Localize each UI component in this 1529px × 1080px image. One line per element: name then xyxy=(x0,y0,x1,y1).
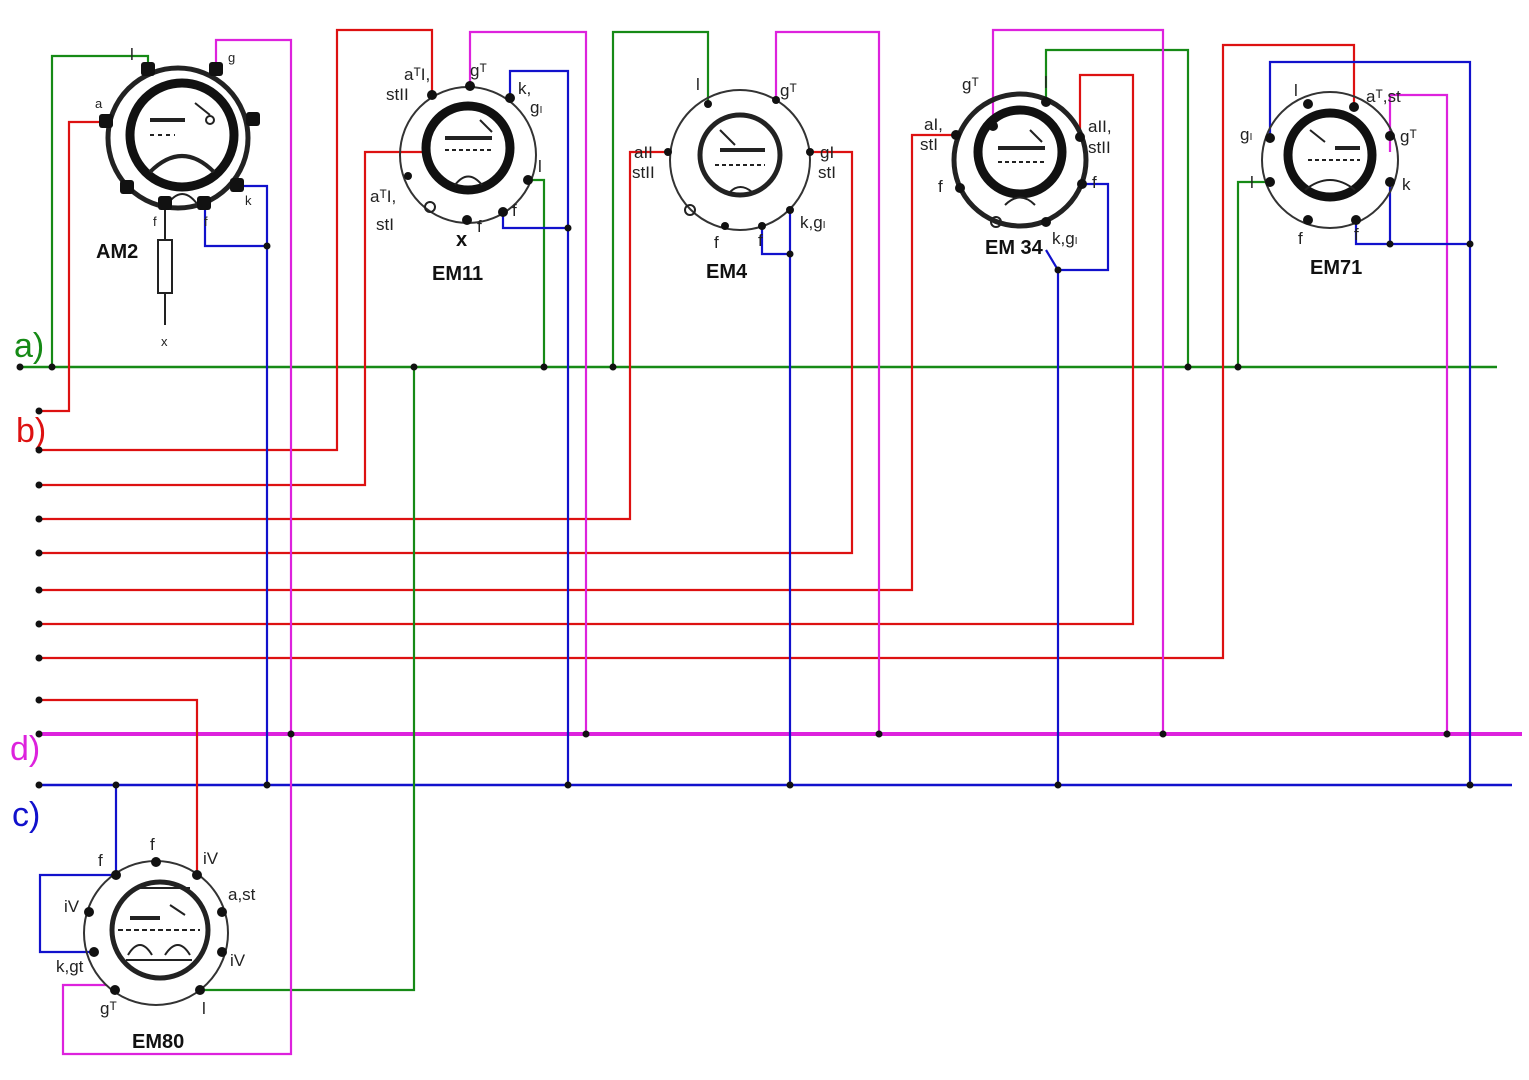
em34-pin-a1: aI, xyxy=(924,115,943,134)
am2-resistor-x: x xyxy=(161,334,168,349)
em34-title: EM 34 xyxy=(985,237,1044,259)
tube-am2: l g a f f k x AM2 xyxy=(95,45,260,349)
em71-title: EM71 xyxy=(1310,257,1362,279)
em80-pin-f1: f xyxy=(98,851,103,870)
em11-title: EM11 xyxy=(432,263,483,285)
am2-pin-l: l xyxy=(130,45,134,64)
em34-pin-a2: aII, xyxy=(1088,117,1112,136)
em71-pin-f2: f xyxy=(1354,225,1359,244)
em34-pin-l: l xyxy=(1044,73,1048,92)
bus-b-wires xyxy=(39,28,1356,875)
bus-c-wires xyxy=(38,60,1472,954)
tube-em80: f f iV a,st iV iV k,gt gᵀ l EM80 xyxy=(56,835,256,1053)
em4-pin-st1: stI xyxy=(818,163,836,182)
em4-pin-l: l xyxy=(696,75,700,94)
am2-pin-f1: f xyxy=(153,214,157,229)
em34-pin-f1: f xyxy=(938,177,943,196)
em80-pin-f2: f xyxy=(150,835,155,854)
em34-pin-st2: stII xyxy=(1088,138,1111,157)
am2-pin-a: a xyxy=(95,96,103,111)
em4-pin-f2: f xyxy=(758,231,763,250)
em4-title: EM4 xyxy=(706,261,748,283)
em71-pin-l: l xyxy=(1294,81,1298,100)
bus-b-label: b) xyxy=(16,412,46,450)
tube-em71: l aᵀ,st gₗ gᵀ l k f f EM71 xyxy=(1240,81,1417,279)
em80-title: EM80 xyxy=(132,1031,184,1053)
em80-pin-iv2: iV xyxy=(64,897,80,916)
em11-pin-a2: aᵀI, xyxy=(370,187,396,206)
em4-pin-st2: stII xyxy=(632,163,655,182)
em11-pin-f2: f xyxy=(512,201,517,220)
tube-em11: aᵀI, stII gᵀ k, gₗ l aᵀI, stI f f x EM11 xyxy=(370,61,542,285)
bus-d-wires xyxy=(61,28,1449,1056)
em4-pin-g1: gI xyxy=(820,143,834,162)
junction-dots xyxy=(16,224,1474,789)
em71-pin-gt: gᵀ xyxy=(1400,127,1417,146)
am2-title: AM2 xyxy=(96,241,138,263)
em71-pin-f1: f xyxy=(1298,229,1303,248)
em34-pin-st1: stI xyxy=(920,135,938,154)
em4-pin-f1: f xyxy=(714,233,719,252)
em80-pin-gt: gᵀ xyxy=(100,999,117,1018)
tube-em4: l gᵀ aII stII gI stI f f k,gₗ EM4 xyxy=(632,75,836,283)
em71-pin-gl: gₗ xyxy=(1240,125,1252,144)
em71-pin-l2: l xyxy=(1250,173,1254,192)
em80-pin-ast: a,st xyxy=(228,885,256,904)
bus-a-label: a) xyxy=(14,327,44,365)
em80-pin-iv3: iV xyxy=(230,951,246,970)
tube-em34: gᵀ l aI, stI aII, stII f f k,gₗ EM 34 xyxy=(920,73,1112,259)
em80-pin-kgt: k,gt xyxy=(56,957,84,976)
em4-pin-gt: gᵀ xyxy=(780,81,797,100)
em34-pin-gt: gᵀ xyxy=(962,75,979,94)
em11-pin-k: k, xyxy=(518,79,531,98)
em11-pin-st: stII xyxy=(386,85,409,104)
em80-pin-iv1: iV xyxy=(203,849,219,868)
bus-c-label: c) xyxy=(12,796,40,834)
em4-pin-kgl: k,gₗ xyxy=(800,213,826,232)
am2-pin-g: g xyxy=(228,50,235,65)
em34-pin-kgl: k,gₗ xyxy=(1052,229,1078,248)
am2-pin-f2: f xyxy=(204,214,208,229)
em11-pin-gl: gₗ xyxy=(530,98,542,117)
em11-pin-x: x xyxy=(456,229,467,251)
em71-pin-ast: aᵀ,st xyxy=(1366,87,1401,106)
em11-pin-st2: stI xyxy=(376,215,394,234)
em11-pin-f1: f xyxy=(477,217,482,236)
em11-pin-gt: gᵀ xyxy=(470,61,487,80)
am2-pin-k: k xyxy=(245,193,252,208)
em71-pin-k: k xyxy=(1402,175,1411,194)
em4-pin-a2: aII xyxy=(634,143,653,162)
em11-pin-a: aᵀI, xyxy=(404,65,430,84)
em80-pin-l: l xyxy=(202,999,206,1018)
bus-d-label: d) xyxy=(10,730,40,768)
em11-pin-l: l xyxy=(538,157,542,176)
em34-pin-f2: f xyxy=(1092,173,1097,192)
